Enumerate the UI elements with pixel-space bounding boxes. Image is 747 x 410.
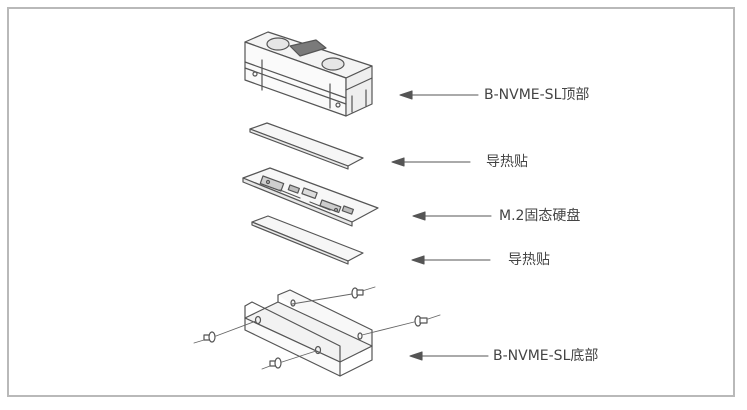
ssd-board-part	[242, 167, 379, 227]
label-bottom-case: B-NVME-SL底部	[493, 348, 599, 364]
upper-thermal-pad-part	[249, 122, 364, 170]
label-thermal-pad-upper: 导热贴	[486, 154, 528, 170]
top-case-part	[244, 31, 373, 117]
screw-upper-right	[351, 287, 364, 299]
screw-left	[203, 331, 216, 343]
lower-thermal-pad-part	[251, 215, 364, 265]
arrow-thermal-pad-upper	[391, 157, 471, 167]
leader-arrows	[391, 90, 492, 361]
arrow-top-case	[399, 90, 479, 100]
arrow-thermal-pad-lower	[411, 255, 491, 265]
arrow-ssd	[412, 211, 492, 221]
screw-far-right	[414, 315, 428, 327]
screw-bottom-left	[269, 357, 282, 369]
arrow-bottom-case	[409, 351, 489, 361]
screws	[193, 286, 441, 370]
label-top-case: B-NVME-SL顶部	[484, 87, 590, 103]
bottom-case-part	[244, 289, 373, 377]
label-ssd: M.2固态硬盘	[499, 208, 581, 224]
label-thermal-pad-lower: 导热贴	[508, 252, 550, 268]
